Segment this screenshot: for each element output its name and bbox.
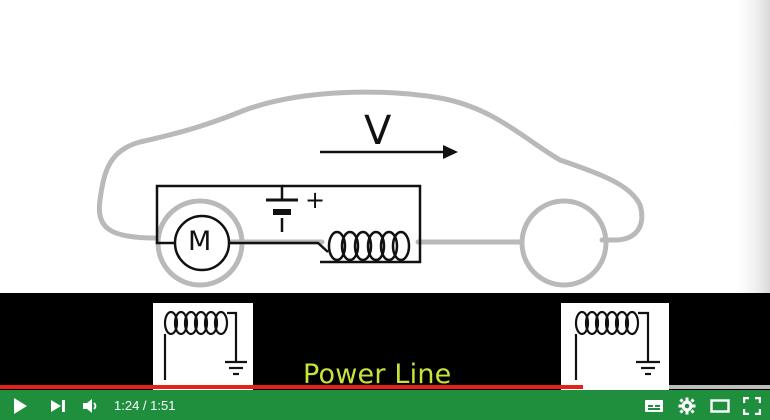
circuit	[155, 184, 422, 264]
car-coil	[320, 230, 411, 264]
player-controls	[0, 392, 770, 420]
controls-bar-background	[0, 390, 770, 420]
progress-played	[0, 385, 583, 389]
battery-plus-label: +	[305, 186, 326, 214]
power-line-label: Power Line	[303, 359, 452, 390]
fullscreen-button[interactable]	[740, 392, 764, 420]
subtitles-icon	[645, 400, 663, 412]
settings-button[interactable]	[675, 392, 699, 420]
front-wheel	[519, 198, 609, 288]
time-display: 1:24 / 1:51	[114, 398, 175, 413]
time-separator: /	[139, 398, 151, 413]
edge-shading	[730, 0, 770, 293]
current-time: 1:24	[114, 398, 140, 413]
next-icon	[51, 400, 65, 412]
volume-icon	[83, 399, 97, 413]
theater-icon	[710, 399, 730, 413]
car-body-outline	[96, 89, 645, 243]
theater-mode-button[interactable]	[707, 392, 733, 420]
velocity-label: V	[364, 108, 392, 154]
fullscreen-icon	[743, 397, 761, 415]
road-coil-right	[561, 303, 669, 395]
play-button[interactable]	[8, 392, 32, 420]
volume-button[interactable]	[79, 392, 103, 420]
velocity-arrowhead	[443, 145, 458, 159]
progress-bar[interactable]	[0, 385, 770, 389]
motor-label: M	[188, 226, 212, 257]
road-coil-left	[153, 303, 253, 395]
duration: 1:51	[150, 398, 176, 413]
subtitles-button[interactable]	[642, 392, 666, 420]
play-icon	[14, 398, 27, 414]
settings-icon	[678, 397, 696, 415]
motor-symbol	[173, 214, 231, 272]
next-button[interactable]	[46, 392, 70, 420]
